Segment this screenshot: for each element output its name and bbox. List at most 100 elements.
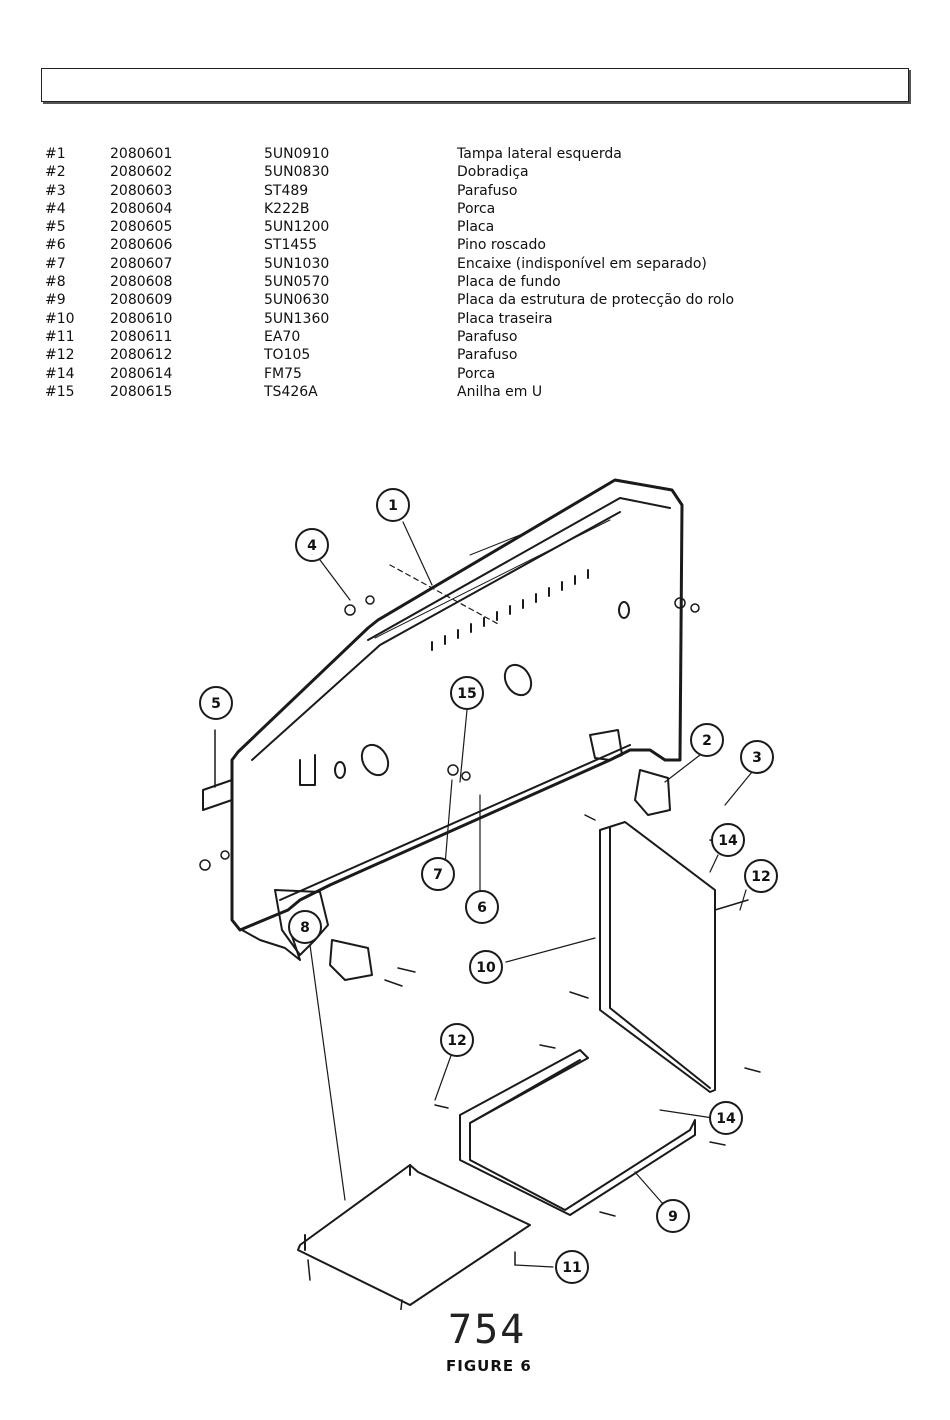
part-ref: #12	[45, 347, 75, 364]
plate-drawing	[202, 729, 233, 811]
callout-9: 9	[656, 1199, 690, 1233]
part-number: K222B	[264, 200, 310, 217]
callout-11: 11	[555, 1250, 589, 1284]
callout-label: 4	[307, 538, 317, 554]
bottom-plate-drawing	[297, 1164, 531, 1306]
part-ref: #15	[45, 383, 75, 400]
part-number: 5UN1360	[264, 310, 330, 327]
part-description: Porca	[457, 365, 496, 382]
parts-row: #7 2080607 5UN1030 Encaixe (indisponível em…	[45, 255, 905, 273]
callout-15: 15	[450, 676, 484, 710]
part-ref: #14	[45, 365, 75, 382]
part-code: 2080605	[110, 219, 173, 236]
part-number: ST489	[264, 182, 309, 199]
parts-row: #2 2080602 5UN0830 Dobradiça	[45, 163, 905, 181]
callout-10: 10	[469, 950, 503, 984]
part-code: 2080609	[110, 292, 173, 309]
header-box	[41, 68, 909, 102]
callout-8: 8	[288, 910, 322, 944]
callout-label: 12	[447, 1033, 466, 1049]
hinges-drawing	[329, 769, 671, 981]
part-number: 5UN0830	[264, 164, 330, 181]
part-ref: #10	[45, 310, 75, 327]
part-description: Parafuso	[457, 328, 518, 345]
callout-label: 3	[752, 750, 762, 766]
callout-14: 14	[711, 823, 745, 857]
part-ref: #9	[45, 292, 66, 309]
part-description: Porca	[457, 200, 496, 217]
callout-label: 10	[476, 960, 496, 976]
part-number: EA70	[264, 328, 301, 345]
figure-number: 754	[448, 1307, 527, 1353]
callout-2: 2	[690, 723, 724, 757]
callout-4: 4	[295, 528, 329, 562]
part-code: 2080615	[110, 383, 173, 400]
part-number: FM75	[264, 365, 302, 382]
part-code: 2080608	[110, 274, 173, 291]
part-description: Placa traseira	[457, 310, 553, 327]
leader-lines	[309, 521, 753, 1268]
part-code: 2080610	[110, 310, 173, 327]
part-description: Encaixe (indisponível em separado)	[457, 255, 707, 272]
parts-row: #15 2080615 TS426A Anilha em U	[45, 383, 905, 401]
part-description: Dobradiça	[457, 164, 529, 181]
part-code: 2080603	[110, 182, 173, 199]
part-ref: #4	[45, 200, 66, 217]
callout-label: 1	[388, 498, 398, 514]
part-code: 2080607	[110, 255, 173, 272]
part-number: 5UN1200	[264, 219, 330, 236]
part-number: 5UN0910	[264, 146, 330, 162]
part-number: ST1455	[264, 237, 318, 254]
parts-list: #1 2080601 5UN0910 Tampa lateral esquerda #…	[45, 145, 905, 401]
parts-row: #9 2080609 5UN0630 Placa da estrutura de pr…	[45, 291, 905, 309]
parts-row: #4 2080604 K222B Porca	[45, 200, 905, 218]
callout-label: 15	[457, 686, 476, 702]
part-ref: #7	[45, 255, 66, 272]
parts-row: #14 2080614 FM75 Porca	[45, 365, 905, 383]
back-plate-drawing	[599, 821, 716, 1093]
part-number: 5UN0630	[264, 292, 330, 309]
callout-3: 3	[740, 740, 774, 774]
callout-label: 7	[433, 867, 443, 883]
part-ref: #1	[45, 146, 66, 162]
part-number: 5UN1030	[264, 255, 330, 272]
parts-row: #11 2080611 EA70 Parafuso	[45, 328, 905, 346]
parts-row: #1 2080601 5UN0910 Tampa lateral esquerda	[45, 145, 905, 163]
part-ref: #8	[45, 274, 66, 291]
callout-1: 1	[376, 488, 410, 522]
part-code: 2080612	[110, 347, 173, 364]
callout-12b: 12	[440, 1023, 474, 1057]
side-cover-drawing	[230, 478, 684, 961]
part-description: Tampa lateral esquerda	[457, 146, 622, 162]
roller-guard-drawing	[459, 1049, 696, 1216]
part-code: 2080604	[110, 200, 173, 217]
part-ref: #3	[45, 182, 66, 199]
exploded-diagram: 1 4 5 15 2 3 14 12 7 6 10 12 14 8 9 11	[199, 478, 778, 1310]
callout-label: 11	[562, 1260, 581, 1276]
callout-label: 14	[718, 833, 738, 849]
parts-row: #10 2080610 5UN1360 Placa traseira	[45, 310, 905, 328]
part-code: 2080606	[110, 237, 173, 254]
callout-12: 12	[744, 859, 778, 893]
part-code: 2080611	[110, 328, 173, 345]
part-number: TS426A	[264, 383, 318, 400]
parts-row: #3 2080603 ST489 Parafuso	[45, 182, 905, 200]
callout-label: 6	[477, 900, 487, 916]
part-description: Parafuso	[457, 182, 518, 199]
fasteners-drawing	[199, 595, 761, 1310]
part-description: Placa da estrutura de protecção do rolo	[457, 292, 735, 309]
part-ref: #6	[45, 237, 66, 254]
part-ref: #2	[45, 164, 66, 181]
part-number: 5UN0570	[264, 274, 330, 291]
callout-label: 9	[668, 1209, 678, 1225]
part-ref: #11	[45, 328, 75, 345]
callout-5: 5	[199, 686, 233, 720]
part-code: 2080601	[110, 146, 173, 162]
part-ref: #5	[45, 219, 66, 236]
callout-label: 8	[300, 920, 310, 936]
part-description: Anilha em U	[457, 383, 543, 400]
part-code: 2080614	[110, 365, 173, 382]
part-code: 2080602	[110, 164, 173, 181]
